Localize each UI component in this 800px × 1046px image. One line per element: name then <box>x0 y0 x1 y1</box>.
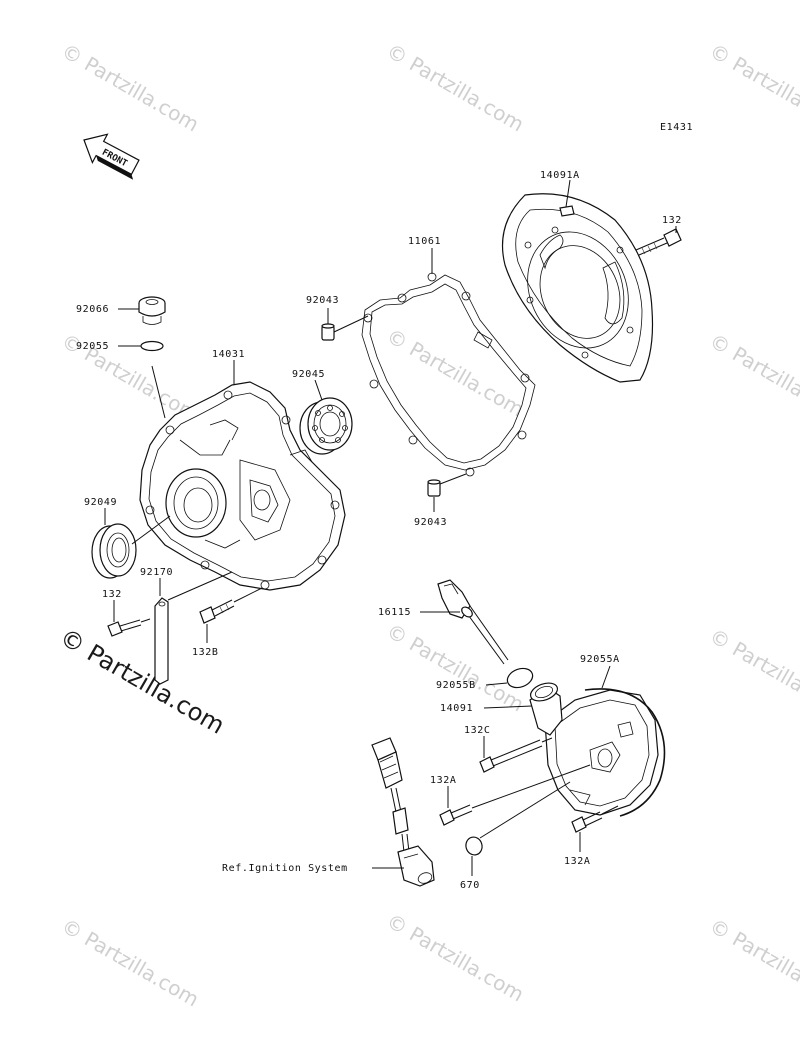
leader-line <box>131 515 171 545</box>
ref-ignition-system-label[interactable]: Ref.Ignition System <box>222 863 348 874</box>
leader-line <box>601 805 619 815</box>
watermark: © Partzilla.com <box>706 914 800 1012</box>
diagram-code: E1431 <box>660 122 693 133</box>
bolt-132-top[interactable] <box>635 228 682 256</box>
watermark: © Partzilla.com <box>706 624 800 722</box>
part-label-670[interactable]: 670 <box>460 880 480 891</box>
leader-line <box>471 764 591 809</box>
part-label-14091[interactable]: 14091 <box>440 703 473 714</box>
clamp-92170[interactable] <box>154 597 169 685</box>
part-label-132A-left[interactable]: 132A <box>430 775 456 786</box>
bolt-132B[interactable] <box>199 599 235 624</box>
outer-cover-plate-14091A[interactable] <box>501 193 654 383</box>
ignition-sensor[interactable] <box>371 737 435 887</box>
o-ring-670[interactable] <box>464 835 484 857</box>
leader-line <box>541 737 553 743</box>
dipstick-16115[interactable] <box>437 579 509 665</box>
leader-line <box>479 781 571 839</box>
part-label-132[interactable]: 132 <box>662 215 682 226</box>
leader-line <box>167 571 233 601</box>
watermark: © Partzilla.com <box>383 39 529 137</box>
o-ring-92055A[interactable] <box>584 688 666 817</box>
watermark: © Partzilla.com <box>383 324 529 422</box>
watermark: © Partzilla.com <box>706 39 800 137</box>
part-label-132B[interactable]: 132B <box>192 647 218 658</box>
bolt-132-left[interactable] <box>107 619 142 637</box>
bearing-92045[interactable] <box>299 397 353 455</box>
watermark: © Partzilla.com <box>58 39 204 137</box>
leader-line <box>233 587 263 603</box>
o-ring-92055B[interactable] <box>505 665 536 691</box>
gasket-11061[interactable] <box>361 272 536 477</box>
part-label-92043-bottom[interactable]: 92043 <box>414 517 447 528</box>
dowel-pin-92043-top[interactable] <box>321 323 335 341</box>
leader-line <box>565 179 571 208</box>
part-label-92170[interactable]: 92170 <box>140 567 173 578</box>
crankcase-cover-14031[interactable] <box>139 381 346 591</box>
part-label-132C[interactable]: 132C <box>464 725 490 736</box>
leader-line <box>333 315 369 333</box>
oil-seal-92049[interactable] <box>91 523 137 579</box>
front-direction-arrow: FRONT <box>83 133 140 180</box>
part-label-14091A[interactable]: 14091A <box>540 170 580 181</box>
leader-line <box>601 665 611 689</box>
o-ring-92055[interactable] <box>140 340 164 352</box>
part-label-16115[interactable]: 16115 <box>378 607 411 618</box>
dowel-pin-92043-bottom[interactable] <box>427 479 441 497</box>
leader-line <box>483 705 533 709</box>
part-label-11061[interactable]: 11061 <box>408 236 441 247</box>
watermark: © Partzilla.com <box>58 914 204 1012</box>
part-label-92049[interactable]: 92049 <box>84 497 117 508</box>
watermark: © Partzilla.com <box>383 909 529 1007</box>
part-label-132A-right[interactable]: 132A <box>564 856 590 867</box>
part-label-92055A[interactable]: 92055A <box>580 654 620 665</box>
leader-line <box>439 473 467 485</box>
part-label-132-left[interactable]: 132 <box>102 589 122 600</box>
leader-line <box>314 379 323 401</box>
part-label-92055[interactable]: 92055 <box>76 341 109 352</box>
watermark: © Partzilla.com <box>383 619 529 717</box>
watermark-large: © Partzilla.com <box>55 623 229 740</box>
part-label-92045[interactable]: 92045 <box>292 369 325 380</box>
watermark: © Partzilla.com <box>706 329 800 427</box>
leader-line <box>485 682 508 686</box>
plug-92066[interactable] <box>138 296 166 325</box>
bolt-132A-right[interactable] <box>571 811 603 833</box>
bolt-132A-left[interactable] <box>439 804 473 826</box>
bolt-132C[interactable] <box>479 739 543 773</box>
leader-line <box>140 618 151 623</box>
part-label-14031[interactable]: 14031 <box>212 349 245 360</box>
part-label-92066[interactable]: 92066 <box>76 304 109 315</box>
part-label-92043-top[interactable]: 92043 <box>306 295 339 306</box>
part-label-92055B[interactable]: 92055B <box>436 680 476 691</box>
leader-line <box>151 365 166 419</box>
